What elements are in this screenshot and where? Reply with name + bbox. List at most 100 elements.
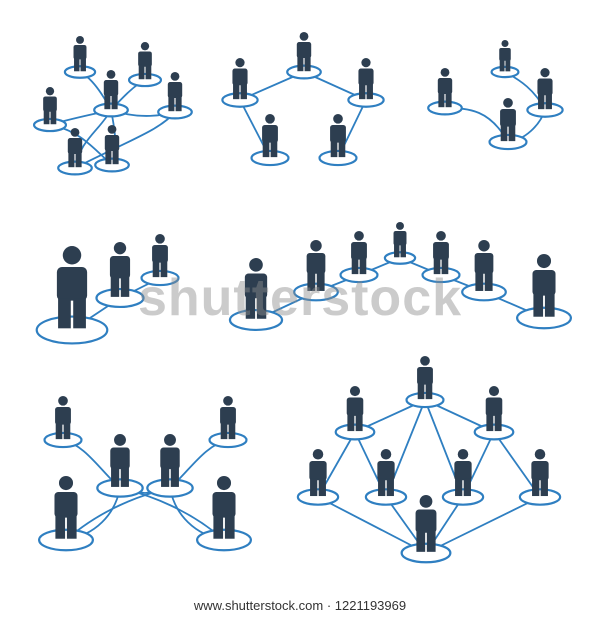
person-icon [346, 386, 364, 432]
ring-base [63, 65, 97, 79]
person-node [461, 240, 507, 302]
person-icon [138, 42, 152, 80]
ring-base [421, 266, 461, 284]
person-node [286, 32, 322, 80]
person-icon [415, 495, 437, 552]
ring-base [441, 488, 485, 506]
person-node [43, 396, 83, 449]
person-node [473, 386, 515, 441]
ring-base [196, 528, 252, 552]
ring-base [334, 423, 376, 441]
person-icon [220, 396, 236, 440]
ring-base [94, 157, 130, 173]
person-node [228, 258, 284, 332]
ring-base [318, 149, 358, 167]
person-icon [167, 72, 183, 112]
ring-base [405, 391, 445, 409]
person-icon [306, 240, 326, 291]
person-icon [437, 68, 453, 108]
ring-base [347, 92, 385, 108]
ring-base [157, 104, 193, 120]
person-icon [532, 254, 556, 317]
ring-base [488, 133, 528, 151]
ring-base [35, 315, 109, 345]
person-node [146, 434, 194, 498]
person-node [427, 68, 463, 116]
ring-base [293, 282, 339, 302]
person-node [293, 240, 339, 302]
person-node [57, 127, 93, 176]
person-node [95, 242, 145, 309]
person-node [140, 234, 180, 287]
person-icon [351, 231, 367, 275]
ring-base [490, 65, 520, 79]
person-node [93, 70, 129, 118]
ring-base [140, 269, 180, 287]
person-node [63, 36, 97, 79]
person-icon [43, 87, 57, 125]
person-node [32, 87, 68, 133]
person-node [364, 449, 408, 506]
person-icon [160, 434, 180, 487]
person-node [127, 42, 163, 88]
person-node [518, 449, 562, 506]
person-node [441, 449, 485, 506]
ring-base [38, 528, 94, 552]
ring-base [208, 431, 248, 449]
ring-base [93, 102, 129, 118]
footer-text: www.shutterstock.com · 1221193969 [193, 598, 407, 613]
person-node [490, 40, 520, 79]
person-icon [433, 231, 449, 275]
ring-base [296, 488, 340, 506]
person-icon [55, 396, 71, 440]
person-icon [500, 98, 516, 142]
person-node [383, 222, 417, 265]
ring-base [228, 308, 284, 332]
person-icon [537, 68, 553, 110]
ring-base [518, 488, 562, 506]
person-node [96, 434, 144, 498]
person-icon [417, 356, 433, 400]
ring-base [57, 160, 93, 176]
person-node [296, 449, 340, 506]
person-icon [244, 258, 268, 319]
person-icon [103, 70, 119, 110]
person-node [488, 98, 528, 151]
person-icon [358, 58, 374, 100]
person-node [38, 476, 94, 552]
person-icon [232, 58, 248, 100]
person-icon [499, 40, 511, 72]
person-node [421, 231, 461, 284]
ring-base [364, 488, 408, 506]
ring-base [43, 431, 83, 449]
ring-base [400, 542, 452, 564]
person-icon [262, 114, 278, 158]
person-node [35, 246, 109, 345]
ring-base [473, 423, 515, 441]
people-nodes [32, 32, 572, 564]
ring-base [96, 478, 144, 498]
person-node [347, 58, 385, 108]
ring-base [516, 306, 572, 330]
person-icon [377, 449, 395, 497]
person-node [196, 476, 252, 552]
person-icon [109, 242, 131, 297]
person-icon [309, 449, 327, 497]
person-icon [474, 240, 494, 291]
person-icon [54, 476, 78, 539]
person-node [94, 124, 130, 173]
person-node [157, 72, 193, 120]
ring-base [339, 266, 379, 284]
ring-base [95, 287, 145, 309]
person-icon [296, 32, 312, 72]
ring-base [427, 100, 463, 116]
person-node [516, 254, 572, 330]
person-icon [67, 127, 83, 168]
person-icon [454, 449, 472, 497]
person-node [405, 356, 445, 409]
person-node [400, 495, 452, 564]
person-node [334, 386, 376, 441]
ring-base [32, 117, 68, 133]
person-icon [73, 36, 87, 72]
